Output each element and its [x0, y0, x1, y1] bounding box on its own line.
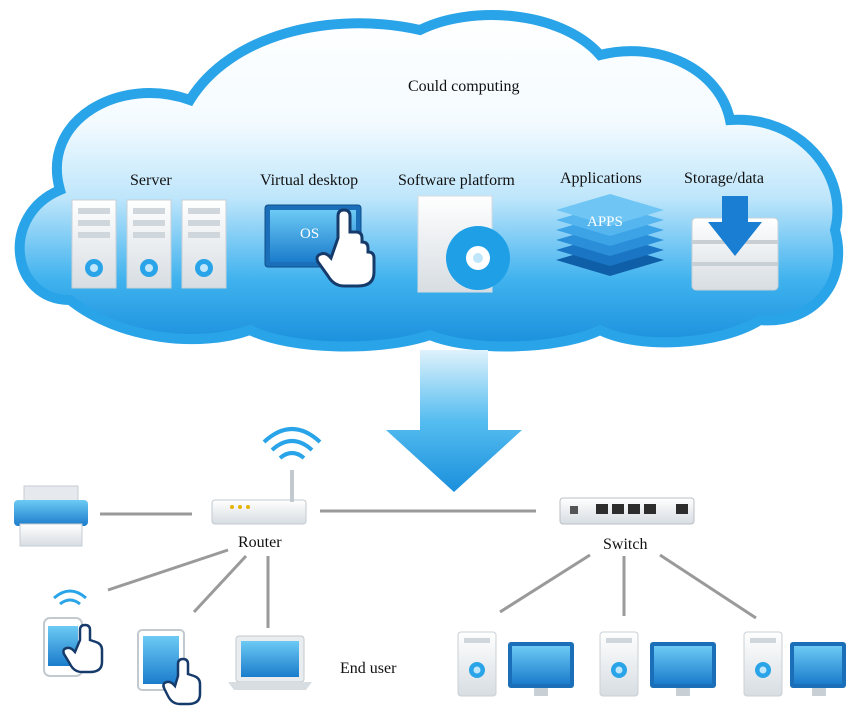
tablet-icon — [137, 629, 202, 706]
router-label: Router — [238, 534, 282, 551]
router-icon — [211, 470, 307, 525]
database-download-icon — [691, 196, 779, 291]
workstation-icon — [457, 631, 574, 697]
label-software-platform: Software platform — [398, 172, 515, 189]
stacked-apps-icon — [556, 194, 664, 276]
network-links — [100, 509, 757, 628]
label-applications: Applications — [560, 170, 642, 187]
workstation-icon — [599, 631, 716, 697]
down-arrow-icon — [386, 350, 522, 492]
workstation-icon — [743, 631, 846, 697]
label-virtual-desktop: Virtual desktop — [260, 172, 359, 189]
label-server: Server — [130, 172, 172, 189]
switch-icon — [559, 497, 695, 525]
switch-label: Switch — [603, 536, 648, 553]
wifi-icon — [262, 427, 322, 460]
phone-icon — [43, 589, 104, 677]
printer-icon — [14, 485, 88, 547]
os-screen-text: OS — [300, 226, 320, 242]
cloud-title: Could computing — [408, 78, 520, 95]
label-storage-data: Storage/data — [684, 170, 764, 187]
apps-text: APPS — [587, 214, 623, 230]
pointer-hand-icon — [315, 208, 376, 288]
laptop-icon — [228, 635, 312, 690]
disc-icon — [417, 195, 510, 293]
end-user-label: End user — [340, 660, 397, 677]
server-icon — [71, 199, 227, 289]
